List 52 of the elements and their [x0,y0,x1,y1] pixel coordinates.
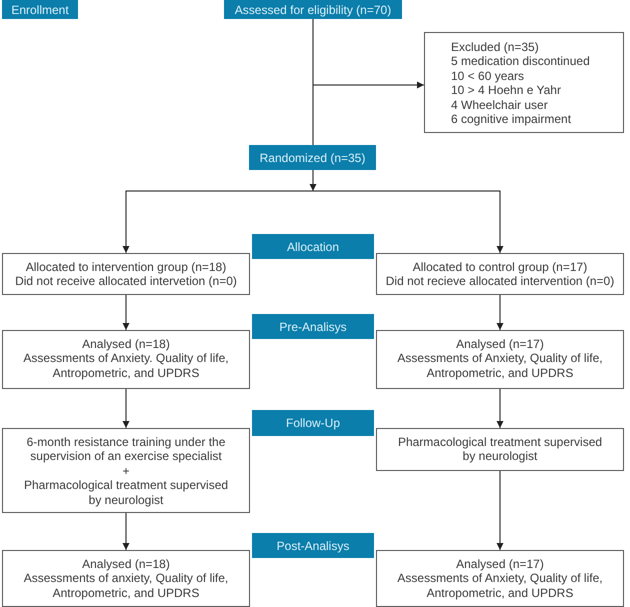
process-box [2,253,250,295]
process-box [376,428,624,471]
list-item-text: Excluded (n=35) [451,40,540,54]
connector-arrow [496,388,504,428]
banner-text: Post-Analisys [276,538,350,552]
box-text: Analysed (n=18) [81,557,171,572]
process-box [376,253,624,295]
list-item-text: 5 medication discontinued [451,54,591,69]
stage-banner [252,314,374,339]
process-box [2,330,250,389]
process-box [376,330,624,389]
box-text: Pharmacological treatment supervised by neurologist [396,435,604,464]
banner-text: Randomized (n=35) [260,150,366,164]
box-text: 6-month resistance training under the supervision of an exercise specialist [26,435,226,464]
list-item-text: 10 > 4 Hoehn e Yahr [451,83,562,98]
banner-text: Allocation [286,240,340,254]
connector-arrow [312,18,424,88]
banner-text: Assessed for eligibility (n=70) [234,2,392,16]
connector-arrow [122,512,130,550]
box-text: + [121,464,130,478]
box-text: Allocated to intervention group (n=18) [24,260,228,274]
list-item-text: 6 cognitive impairment [451,112,572,126]
connector-arrow [496,294,504,330]
banner-text: Pre-Analisys [279,320,347,334]
connector-arrow [122,388,130,428]
stage-banner [252,234,374,259]
process-box [2,428,250,513]
list-item-text: 4 Wheelchair user [451,98,549,112]
box-text: Assessments of anxiety, Quality of life, Antropometric, and UPDRS [22,571,230,600]
stage-banner [252,410,374,436]
box-text: Allocated to control group (n=17) [412,260,588,274]
exclusion-box [424,32,624,133]
process-box [376,550,624,607]
connector-arrow [122,294,130,330]
list-item-text: 10 < 60 years [451,68,526,84]
process-box [2,550,250,607]
connector-arrow [496,470,504,550]
box-text: Assessments of Anxiety, Quality of life, Antropometric, and UPDRS [396,351,604,380]
box-text: Did not recieve allocated intervention (n=0) [384,274,616,289]
box-text: Pharmacological treatment supervised by neurologist [22,478,230,508]
stage-banner [224,0,402,19]
box-text: Assessments of Anxiety. Quality of life, Antropometric, and UPDRS [22,351,230,380]
box-text: Did not receive allocated intervetion (n=0) [14,274,238,289]
banner-text: Follow-Up [286,416,340,430]
box-text: Analysed (n=18) [81,337,171,352]
banner-text: Enrollment [11,2,69,16]
box-text: Assessments of Anxiety, Quality of life, Antropometric, and UPDRS [396,571,604,600]
box-text: Analysed (n=17) [455,337,545,352]
stage-banner [2,0,78,19]
box-text: Analysed (n=17) [455,557,545,572]
stage-banner [252,533,374,558]
stage-banner [249,145,376,170]
